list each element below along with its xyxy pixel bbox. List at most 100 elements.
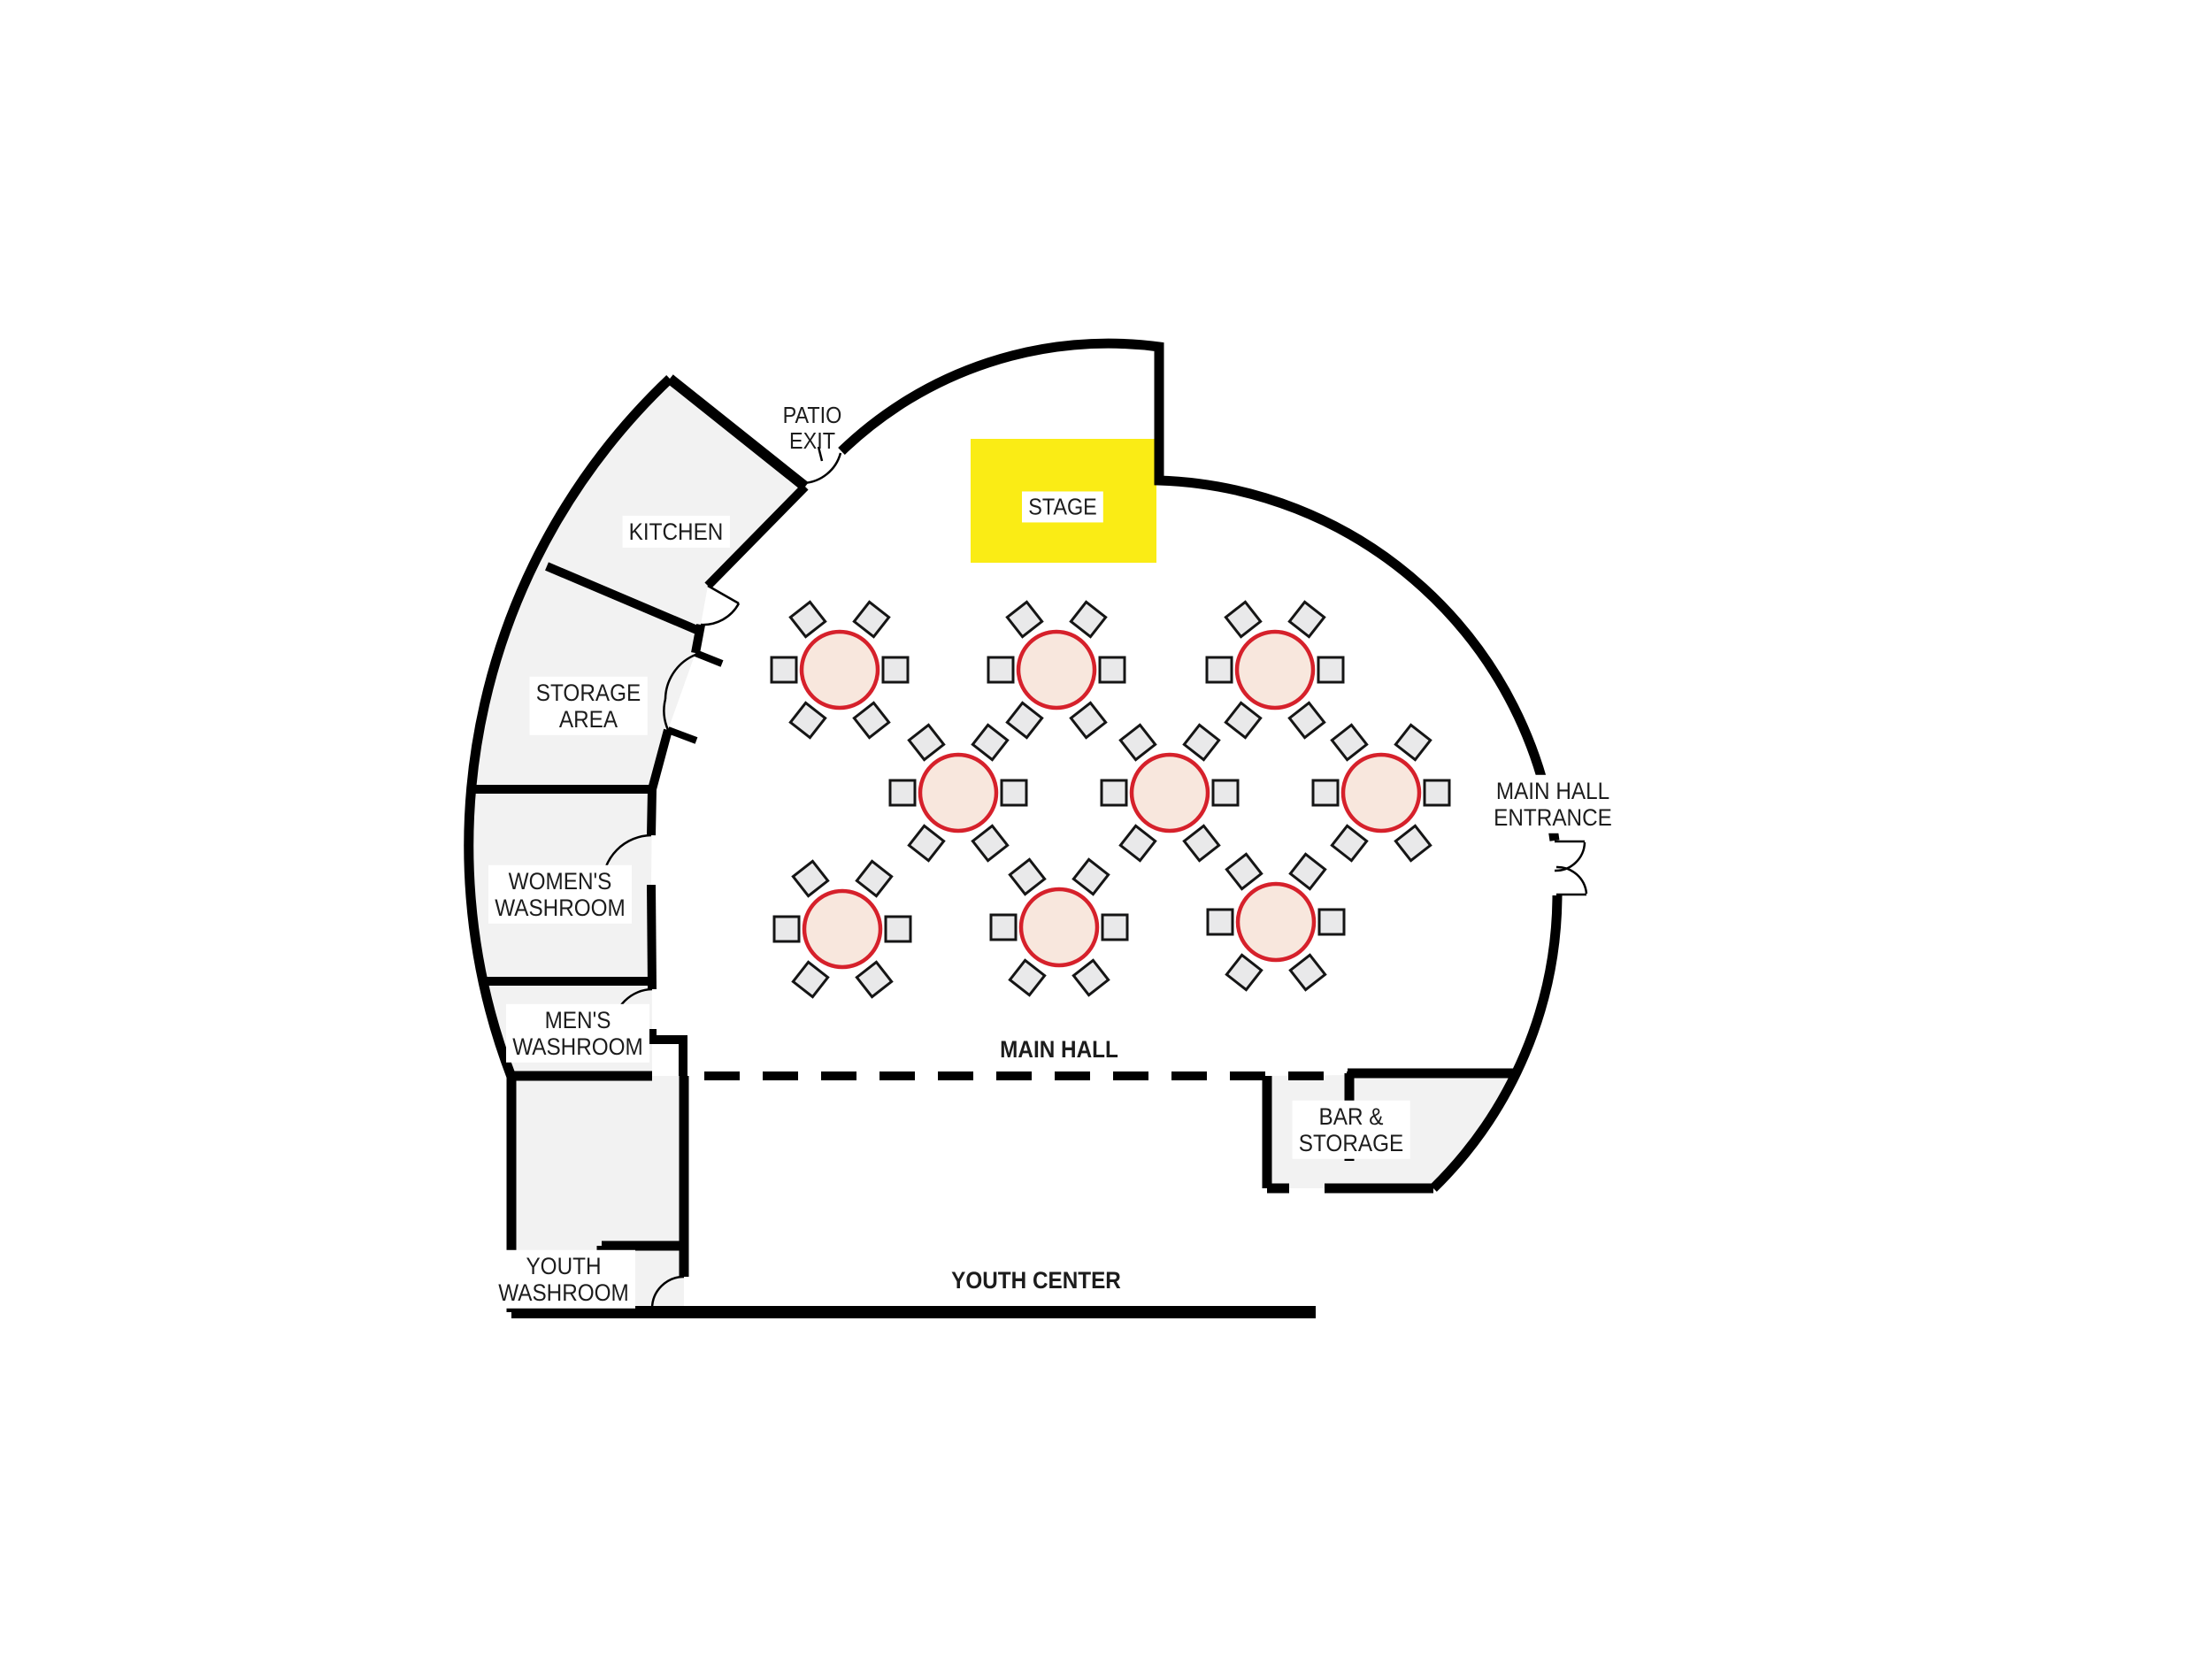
table-2-chair-2 [987, 656, 1015, 684]
label-main-hall-entrance: MAIN HALL ENTRANCE [1486, 774, 1619, 834]
table-2-chair-5 [1069, 701, 1108, 740]
label-mens-washroom: MEN'S WASHROOM [506, 1003, 649, 1064]
table-1-chair-5 [852, 701, 891, 740]
patio-label-leader [817, 446, 824, 462]
label-youth-washroom: YOUTH WASHROOM [492, 1249, 635, 1310]
table-7-chair-4 [791, 859, 830, 898]
table-4-chair-3 [971, 723, 1010, 762]
table-9-chair-1 [1317, 908, 1346, 936]
table-3 [1205, 600, 1345, 740]
table-1-chair-6 [788, 701, 827, 740]
table-8 [989, 857, 1129, 997]
table-2-chair-4 [1005, 600, 1044, 639]
label-womens-washroom: WOMEN'S WASHROOM [488, 864, 632, 925]
table-3-chair-4 [1224, 600, 1263, 639]
table-2-top [1016, 629, 1097, 710]
table-6-chair-5 [1394, 824, 1432, 863]
table-6-chair-4 [1330, 723, 1369, 762]
table-2-chair-3 [1069, 600, 1108, 639]
label-bar-storage: BAR & STORAGE [1292, 1100, 1410, 1160]
table-1 [770, 600, 910, 740]
table-6-chair-6 [1330, 824, 1369, 863]
entrance-door-arc-lower [1555, 865, 1588, 895]
table-2 [987, 600, 1126, 740]
table-1-top [799, 629, 880, 710]
patio-door-arc [803, 452, 842, 485]
label-kitchen: KITCHEN [622, 515, 730, 549]
table-3-chair-5 [1287, 701, 1326, 740]
wall-band-outer [464, 375, 673, 1079]
table-7-chair-5 [855, 960, 894, 999]
table-4-chair-5 [971, 824, 1010, 863]
table-4-chair-6 [907, 824, 946, 863]
table-9-chair-4 [1225, 852, 1263, 891]
table-8-chair-3 [1071, 857, 1110, 896]
table-5-chair-2 [1100, 779, 1128, 807]
table-9-chair-5 [1288, 953, 1327, 992]
entrance-door-arc-upper [1554, 841, 1586, 872]
table-5-chair-1 [1211, 779, 1240, 807]
table-1-chair-4 [788, 600, 827, 639]
wall-lower-right-arc [1430, 895, 1563, 1192]
label-patio-exit: PATIO EXIT [782, 401, 842, 454]
table-9 [1206, 852, 1346, 992]
label-main-hall: MAIN HALL [1000, 1035, 1118, 1063]
table-5 [1100, 723, 1240, 863]
outer-walls [464, 338, 1563, 1192]
table-8-chair-1 [1101, 913, 1129, 941]
table-7-chair-3 [855, 859, 894, 898]
kitchen-door-arc [700, 603, 741, 626]
table-5-chair-5 [1182, 824, 1221, 863]
table-6-chair-2 [1311, 779, 1340, 807]
table-9-chair-2 [1206, 908, 1234, 936]
table-3-chair-1 [1317, 656, 1345, 684]
wall-top-and-right-arc [838, 338, 1560, 841]
table-7-chair-2 [772, 915, 801, 943]
table-3-top [1234, 629, 1316, 710]
label-storage-area: STORAGE AREA [529, 676, 648, 736]
table-7-chair-6 [791, 960, 830, 999]
table-2-chair-1 [1098, 656, 1126, 684]
table-8-chair-5 [1071, 958, 1110, 997]
table-4 [888, 723, 1028, 863]
wall-kitchen-storage-divider [545, 562, 701, 635]
table-5-chair-6 [1118, 824, 1157, 863]
table-1-chair-3 [852, 600, 891, 639]
table-3-chair-6 [1224, 701, 1263, 740]
table-9-chair-6 [1225, 953, 1263, 992]
table-4-chair-4 [907, 723, 946, 762]
table-3-chair-3 [1287, 600, 1326, 639]
table-1-chair-2 [770, 656, 798, 684]
table-9-top [1235, 881, 1317, 963]
table-6-chair-1 [1423, 779, 1451, 807]
table-5-chair-3 [1182, 723, 1221, 762]
table-6-top [1340, 752, 1422, 833]
table-7-chair-1 [884, 915, 912, 943]
table-4-chair-1 [1000, 779, 1028, 807]
banquet-tables [770, 600, 1451, 999]
youth-door-arc [650, 1275, 685, 1310]
table-6-chair-3 [1394, 723, 1432, 762]
table-5-chair-4 [1118, 723, 1157, 762]
label-youth-center: YOUTH CENTER [951, 1266, 1121, 1294]
storage-door-arc-lower [663, 698, 670, 731]
table-8-chair-6 [1008, 958, 1047, 997]
inner-walls [472, 483, 809, 1076]
table-9-chair-3 [1288, 852, 1327, 891]
table-4-top [918, 752, 999, 833]
table-6 [1311, 723, 1451, 863]
table-4-chair-2 [888, 779, 917, 807]
table-7-top [802, 888, 883, 970]
storage-door-arc-upper [664, 653, 696, 700]
table-1-chair-1 [881, 656, 910, 684]
table-8-chair-2 [989, 913, 1018, 941]
table-2-chair-6 [1005, 701, 1044, 740]
table-5-top [1129, 752, 1210, 833]
table-8-top [1018, 887, 1100, 968]
table-3-chair-2 [1205, 656, 1233, 684]
table-7 [772, 859, 912, 999]
wall-kitchen-top [666, 374, 809, 491]
label-stage: STAGE [1022, 491, 1103, 523]
